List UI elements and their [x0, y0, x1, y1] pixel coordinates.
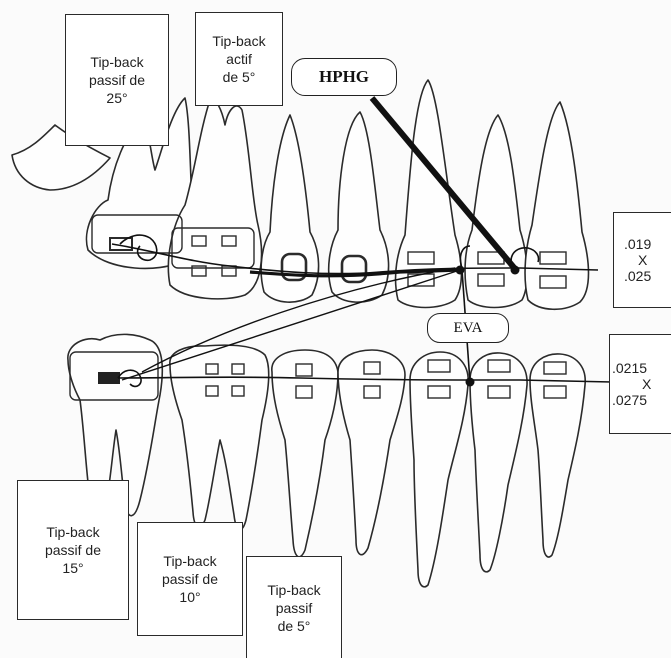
lower-wire-size-label: .0215 X .0275	[609, 334, 671, 434]
annotation-line: Tip-back	[90, 53, 143, 71]
annotation-line: 10°	[179, 588, 200, 606]
upper-incisor-tooth	[465, 115, 527, 308]
wire-size-line: .025	[624, 268, 671, 284]
wire-size-line: .0215	[612, 360, 671, 376]
annotation-lower-second-premolar: Tip-back passif de 10°	[137, 522, 243, 636]
lower-premolar-tooth	[272, 350, 338, 557]
annotation-line: Tip-back	[267, 581, 320, 599]
eva-label: EVA	[427, 313, 509, 343]
wire-attachment-dot	[456, 266, 465, 275]
wire-size-line: X	[624, 252, 671, 268]
annotation-line: passif de	[89, 71, 145, 89]
annotation-line: Tip-back	[46, 523, 99, 541]
wire-attachment-dot	[511, 266, 520, 275]
lower-canine-tooth	[338, 350, 405, 555]
annotation-line: passif	[276, 599, 313, 617]
lower-molar-tube	[98, 372, 120, 384]
wire-size-line: X	[612, 376, 671, 392]
annotation-line: Tip-back	[212, 32, 265, 50]
annotation-upper-first-molar: Tip-back passif de 25°	[65, 14, 169, 146]
annotation-line: de 5°	[223, 68, 256, 86]
lower-premolar-tooth	[170, 345, 269, 530]
annotation-line: Tip-back	[163, 552, 216, 570]
annotation-line: de 5°	[278, 617, 311, 635]
annotation-lower-first-premolar: Tip-back passif de 5°	[246, 556, 342, 658]
annotation-line: passif de	[162, 570, 218, 588]
annotation-line: passif de	[45, 541, 101, 559]
wire-attachment-dot	[466, 378, 475, 387]
annotation-lower-first-molar: Tip-back passif de 15°	[17, 480, 129, 620]
annotation-line: 15°	[62, 559, 83, 577]
wire-size-line: .019	[624, 236, 671, 252]
lower-incisor-tooth	[410, 352, 468, 587]
upper-wire-size-label: .019 X .025	[613, 212, 671, 308]
annotation-upper-second-premolar: Tip-back actif de 5°	[195, 12, 283, 106]
wire-size-value: 019	[628, 236, 651, 252]
annotation-line: 25°	[106, 89, 127, 107]
lower-incisor-tooth	[530, 354, 585, 557]
upper-incisor-tooth	[525, 102, 588, 309]
annotation-line: actif	[226, 50, 252, 68]
wire-size-line: .0275	[612, 392, 671, 408]
hphg-label: HPHG	[291, 58, 397, 96]
